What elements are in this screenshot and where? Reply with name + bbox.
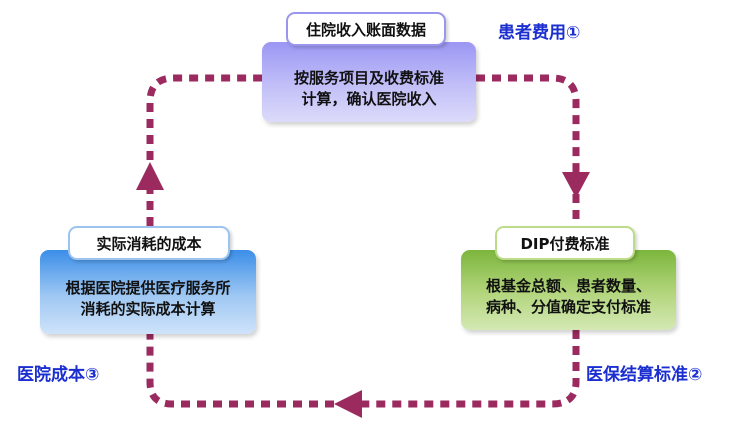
- arrow-left-icon: [334, 390, 362, 418]
- left-node-body: 根据医院提供医疗服务所 消耗的实际成本计算: [40, 250, 256, 334]
- top-node-body: 按服务项目及收费标准 计算，确认医院收入: [262, 42, 476, 122]
- left-node-title: 实际消耗的成本: [68, 226, 230, 260]
- label-insurance-settlement: 医保结算标准②: [586, 365, 703, 385]
- arrow-down-icon: [562, 172, 590, 198]
- arrow-up-icon: [136, 162, 164, 190]
- label-patient-cost: 患者费用①: [498, 23, 581, 43]
- label-hospital-cost: 医院成本③: [17, 365, 100, 385]
- loop-segment-bottom: [362, 330, 580, 408]
- loop-segment-bottom-left: [146, 334, 334, 408]
- loop-segment-top-right: [476, 74, 580, 172]
- top-node-title: 住院收入账面数据: [286, 12, 446, 46]
- right-node-body: 根基金总额、患者数量、 病种、分值确定支付标准: [461, 250, 676, 330]
- right-node-title: DIP付费标准: [495, 226, 635, 260]
- loop-segment-top-left: [146, 74, 262, 160]
